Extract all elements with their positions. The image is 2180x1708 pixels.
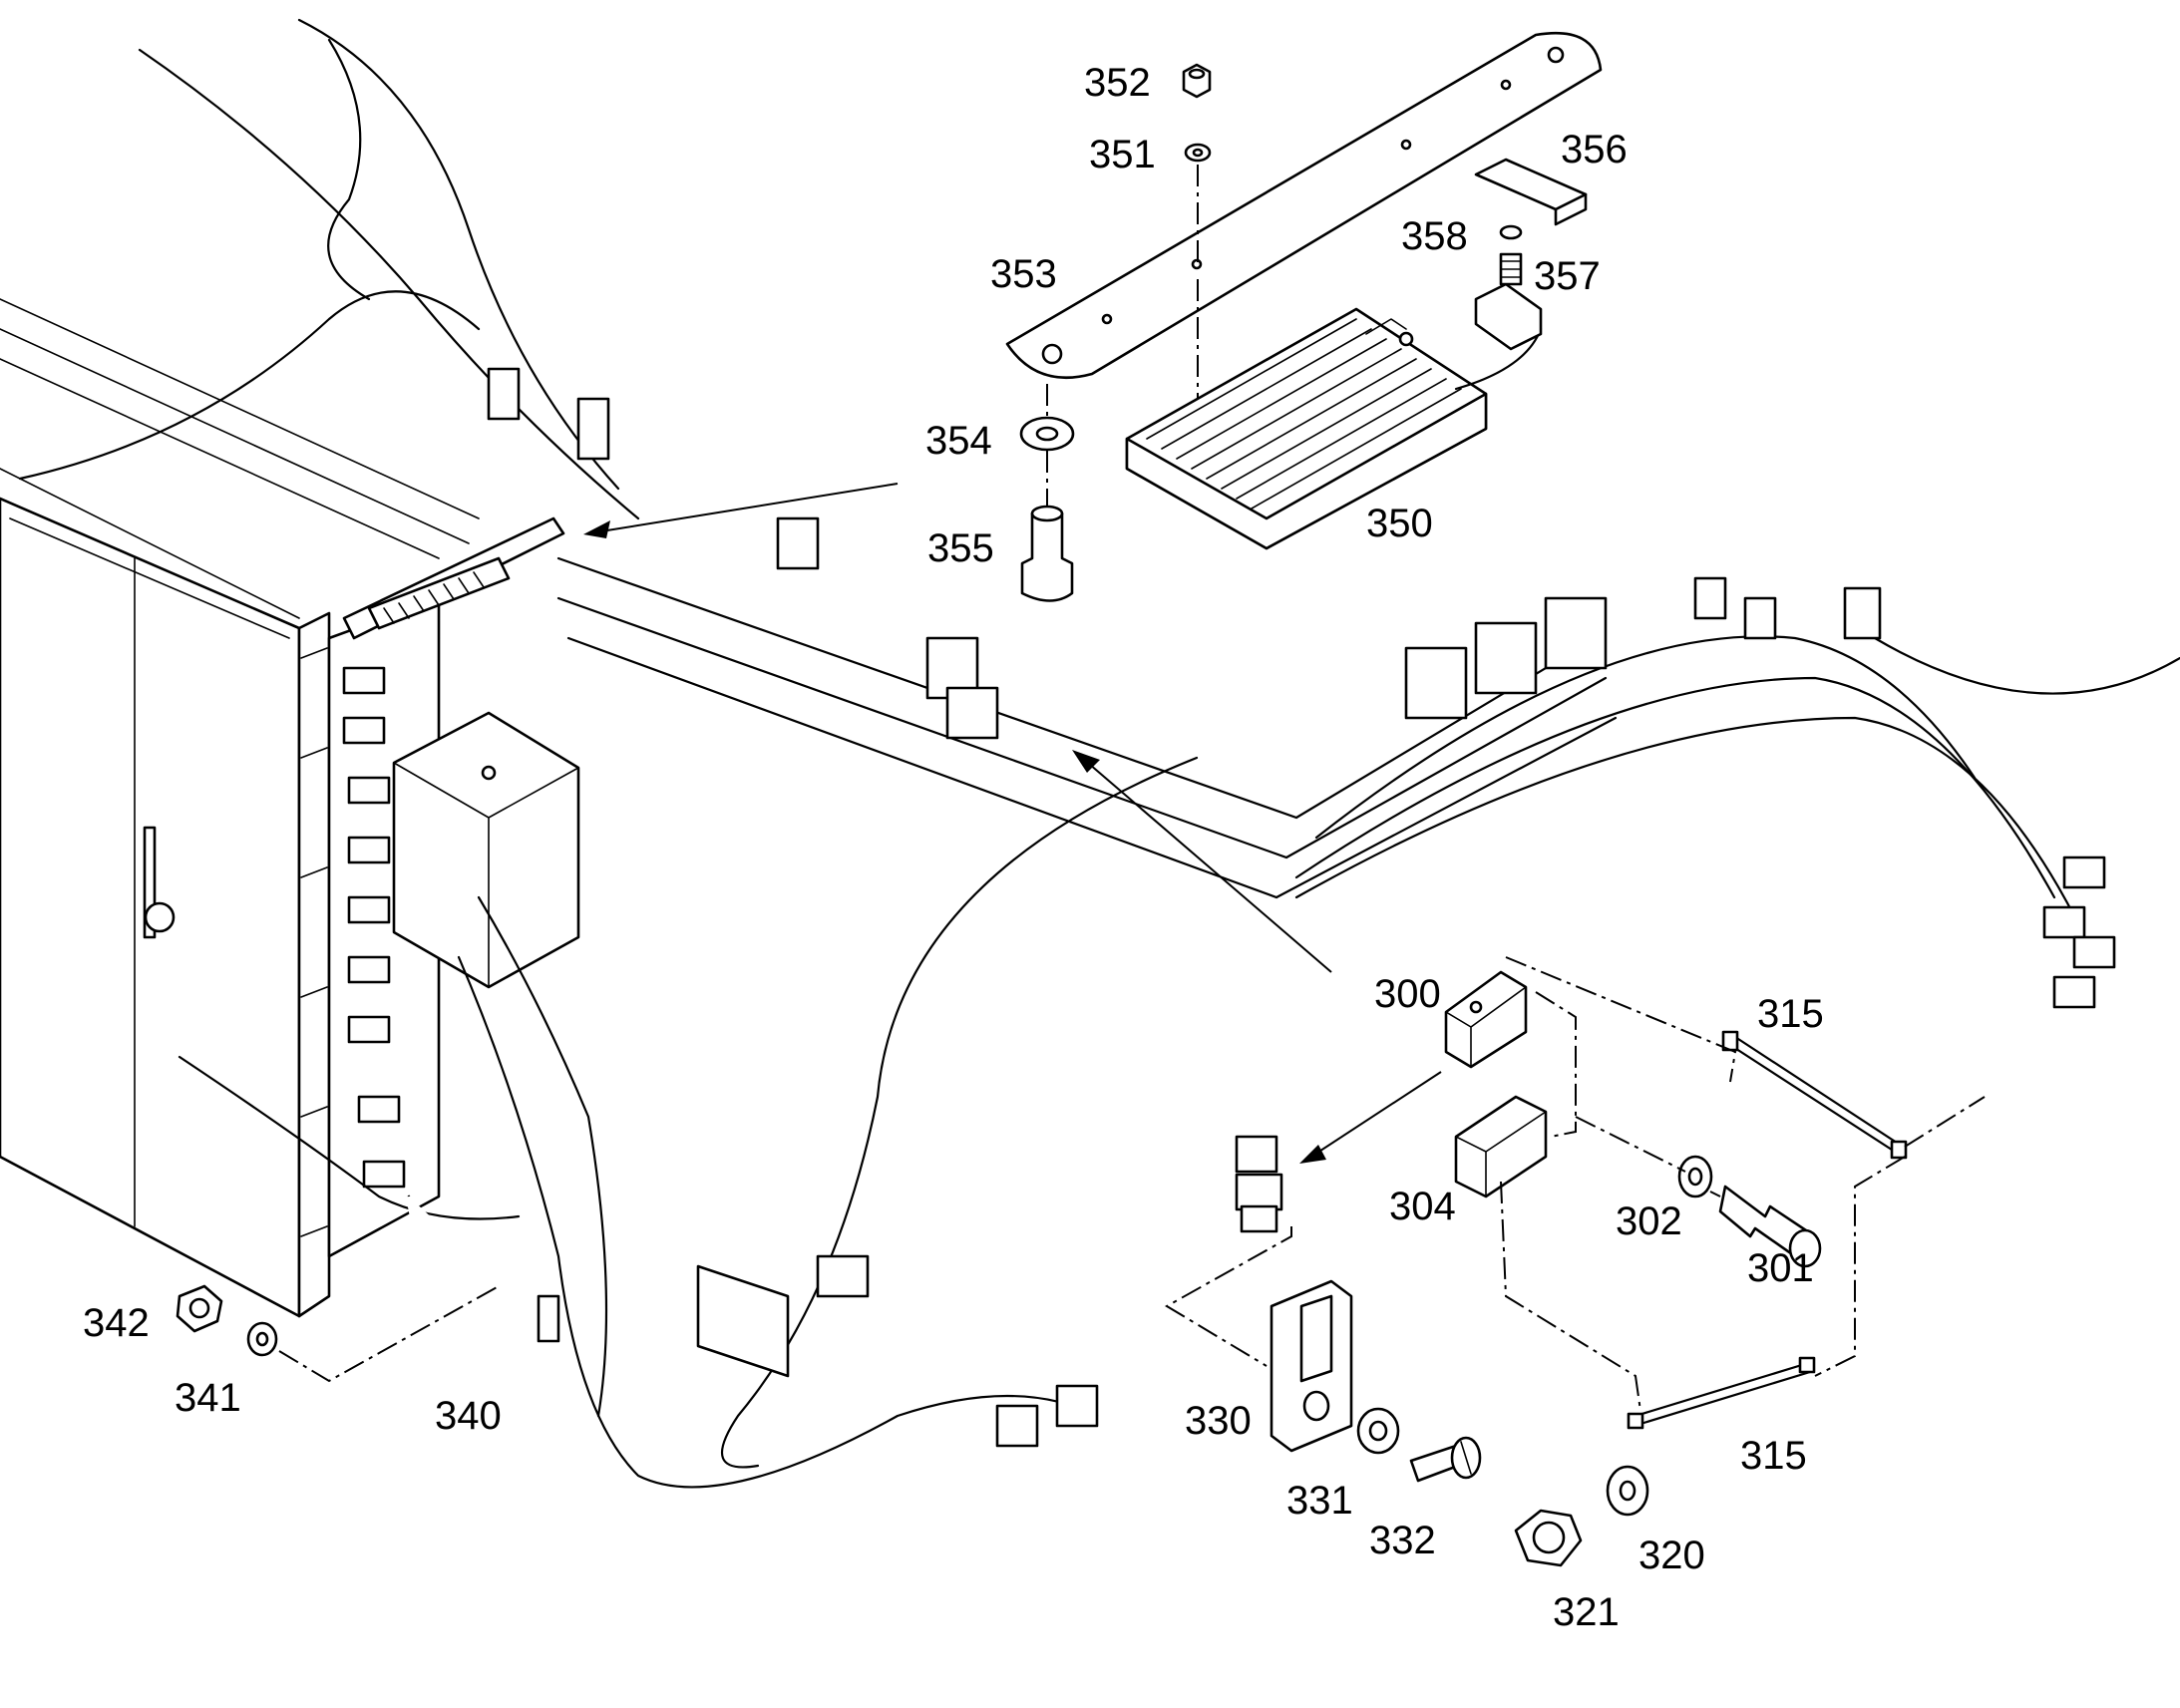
callout-315-lower: 315: [1740, 1434, 1807, 1478]
panel-connectors: [342, 666, 406, 1189]
callout-301: 301: [1747, 1246, 1814, 1290]
screw-332: [1409, 1436, 1482, 1483]
callout-320: 320: [1638, 1534, 1705, 1577]
callout-353: 353: [990, 252, 1057, 296]
callout-342: 342: [83, 1301, 150, 1345]
bolt-301: [1718, 1185, 1822, 1268]
cable-harness: [18, 18, 2180, 1489]
callout-352: 352: [1084, 61, 1151, 105]
harness-modules: [487, 367, 2116, 1448]
callout-304: 304: [1389, 1185, 1456, 1228]
screw-357: [1499, 252, 1523, 286]
controller-350: [1125, 282, 1543, 550]
main-chassis: [0, 298, 580, 1318]
callout-300: 300: [1374, 972, 1441, 1016]
callout-315-upper: 315: [1757, 992, 1824, 1036]
washer-320: [1606, 1465, 1649, 1517]
washer-341: [246, 1321, 278, 1357]
callout-357: 357: [1534, 254, 1601, 298]
callout-354: 354: [925, 419, 992, 463]
callout-350: 350: [1366, 502, 1433, 545]
washer-358: [1499, 224, 1523, 240]
cable-315-lower: [1627, 1356, 1816, 1430]
callout-330: 330: [1185, 1399, 1252, 1443]
bolt-355: [1020, 505, 1074, 602]
callout-arrow-small-relay: [1310, 1071, 1442, 1158]
bracket-330: [1270, 1279, 1353, 1453]
callout-arrow-bracket: [587, 483, 899, 534]
nut-352: [1182, 63, 1212, 99]
nut-321: [1514, 1509, 1583, 1567]
cable-315-upper: [1721, 1030, 1908, 1160]
washer-302: [1677, 1155, 1713, 1198]
nut-342: [176, 1284, 223, 1333]
callout-355: 355: [927, 526, 994, 570]
callout-321: 321: [1553, 1590, 1620, 1634]
relay-304: [1454, 1095, 1548, 1198]
small-relay: [1235, 1135, 1283, 1233]
washer-351: [1184, 143, 1212, 163]
callout-351: 351: [1089, 133, 1156, 176]
callout-332: 332: [1369, 1519, 1436, 1562]
washer-354: [1019, 416, 1075, 452]
ground-cable: [406, 1195, 560, 1381]
clip-356: [1474, 158, 1588, 226]
callout-302: 302: [1616, 1199, 1682, 1243]
callout-arrow-relay: [1081, 757, 1332, 973]
relay-300: [1444, 970, 1528, 1069]
plate-353: [1005, 31, 1603, 380]
callout-331: 331: [1286, 1479, 1353, 1523]
callout-340: 340: [435, 1394, 502, 1438]
callout-341: 341: [175, 1376, 241, 1420]
callout-356: 356: [1561, 128, 1628, 171]
washer-331: [1356, 1407, 1400, 1455]
callout-358: 358: [1401, 214, 1468, 258]
